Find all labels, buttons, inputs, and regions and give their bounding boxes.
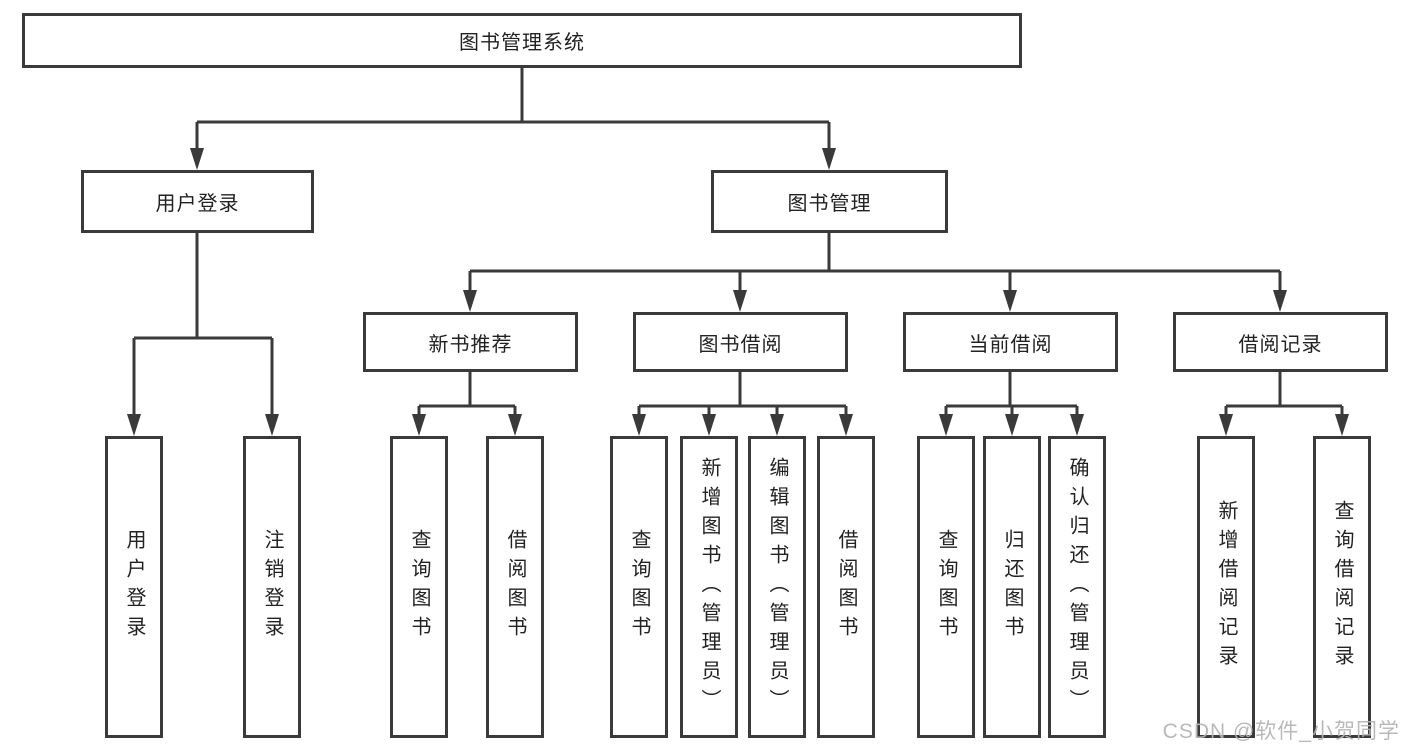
node-login-action-label: 用户登录 [123,529,145,645]
node-login-action: 用户登录 [105,436,163,738]
node-borrow-query-book: 查询图书 [610,436,668,738]
node-root: 图书管理系统 [22,13,1022,68]
node-book-management-label: 图书管理 [787,193,872,215]
node-recommend-query-book: 查询图书 [390,436,448,738]
node-current-borrow-label: 当前借阅 [968,333,1053,356]
node-logout-action: 注销登录 [243,436,301,738]
node-current-confirm-return-admin: 确认归还（管理员） [1048,436,1106,738]
node-borrow-add-book-admin: 新增图书（管理员） [680,436,738,738]
node-borrow-edit-book-admin: 编辑图书（管理员） [748,436,806,738]
node-user-login: 用户登录 [81,170,314,233]
csdn-watermark: CSDN @软件_小贺同学 [1162,720,1400,743]
node-new-book-recommend: 新书推荐 [363,312,578,372]
node-records-add-record: 新增借阅记录 [1197,436,1255,738]
node-logout-action-label: 注销登录 [261,529,283,645]
node-new-book-recommend-label: 新书推荐 [428,333,513,356]
node-user-login-label: 用户登录 [155,193,240,215]
node-records-query-record: 查询借阅记录 [1313,436,1371,738]
node-borrow-borrow-book-label: 借阅图书 [835,529,857,645]
node-records-query-record-label: 查询借阅记录 [1331,500,1353,674]
node-current-return-book: 归还图书 [983,436,1041,738]
node-current-query-book: 查询图书 [917,436,975,738]
arrowheads [127,148,1349,436]
node-book-management: 图书管理 [711,170,948,233]
node-root-label: 图书管理系统 [459,32,585,54]
node-recommend-borrow-book: 借阅图书 [486,436,544,738]
node-current-query-book-label: 查询图书 [935,529,957,645]
node-borrow-edit-book-admin-label: 编辑图书（管理员） [766,456,788,718]
node-records-add-record-label: 新增借阅记录 [1215,500,1237,674]
node-borrow-records-label: 借阅记录 [1238,333,1323,356]
node-borrow-query-book-label: 查询图书 [628,529,650,645]
node-current-confirm-return-admin-label: 确认归还（管理员） [1066,456,1088,718]
node-borrow-add-book-admin-label: 新增图书（管理员） [698,456,720,718]
node-recommend-query-book-label: 查询图书 [408,529,430,645]
node-book-borrow: 图书借阅 [633,312,848,372]
node-current-return-book-label: 归还图书 [1001,529,1023,645]
node-book-borrow-label: 图书借阅 [698,333,783,356]
node-borrow-records: 借阅记录 [1173,312,1388,372]
node-current-borrow: 当前借阅 [903,312,1118,372]
node-borrow-borrow-book: 借阅图书 [817,436,875,738]
node-recommend-borrow-book-label: 借阅图书 [504,529,526,645]
